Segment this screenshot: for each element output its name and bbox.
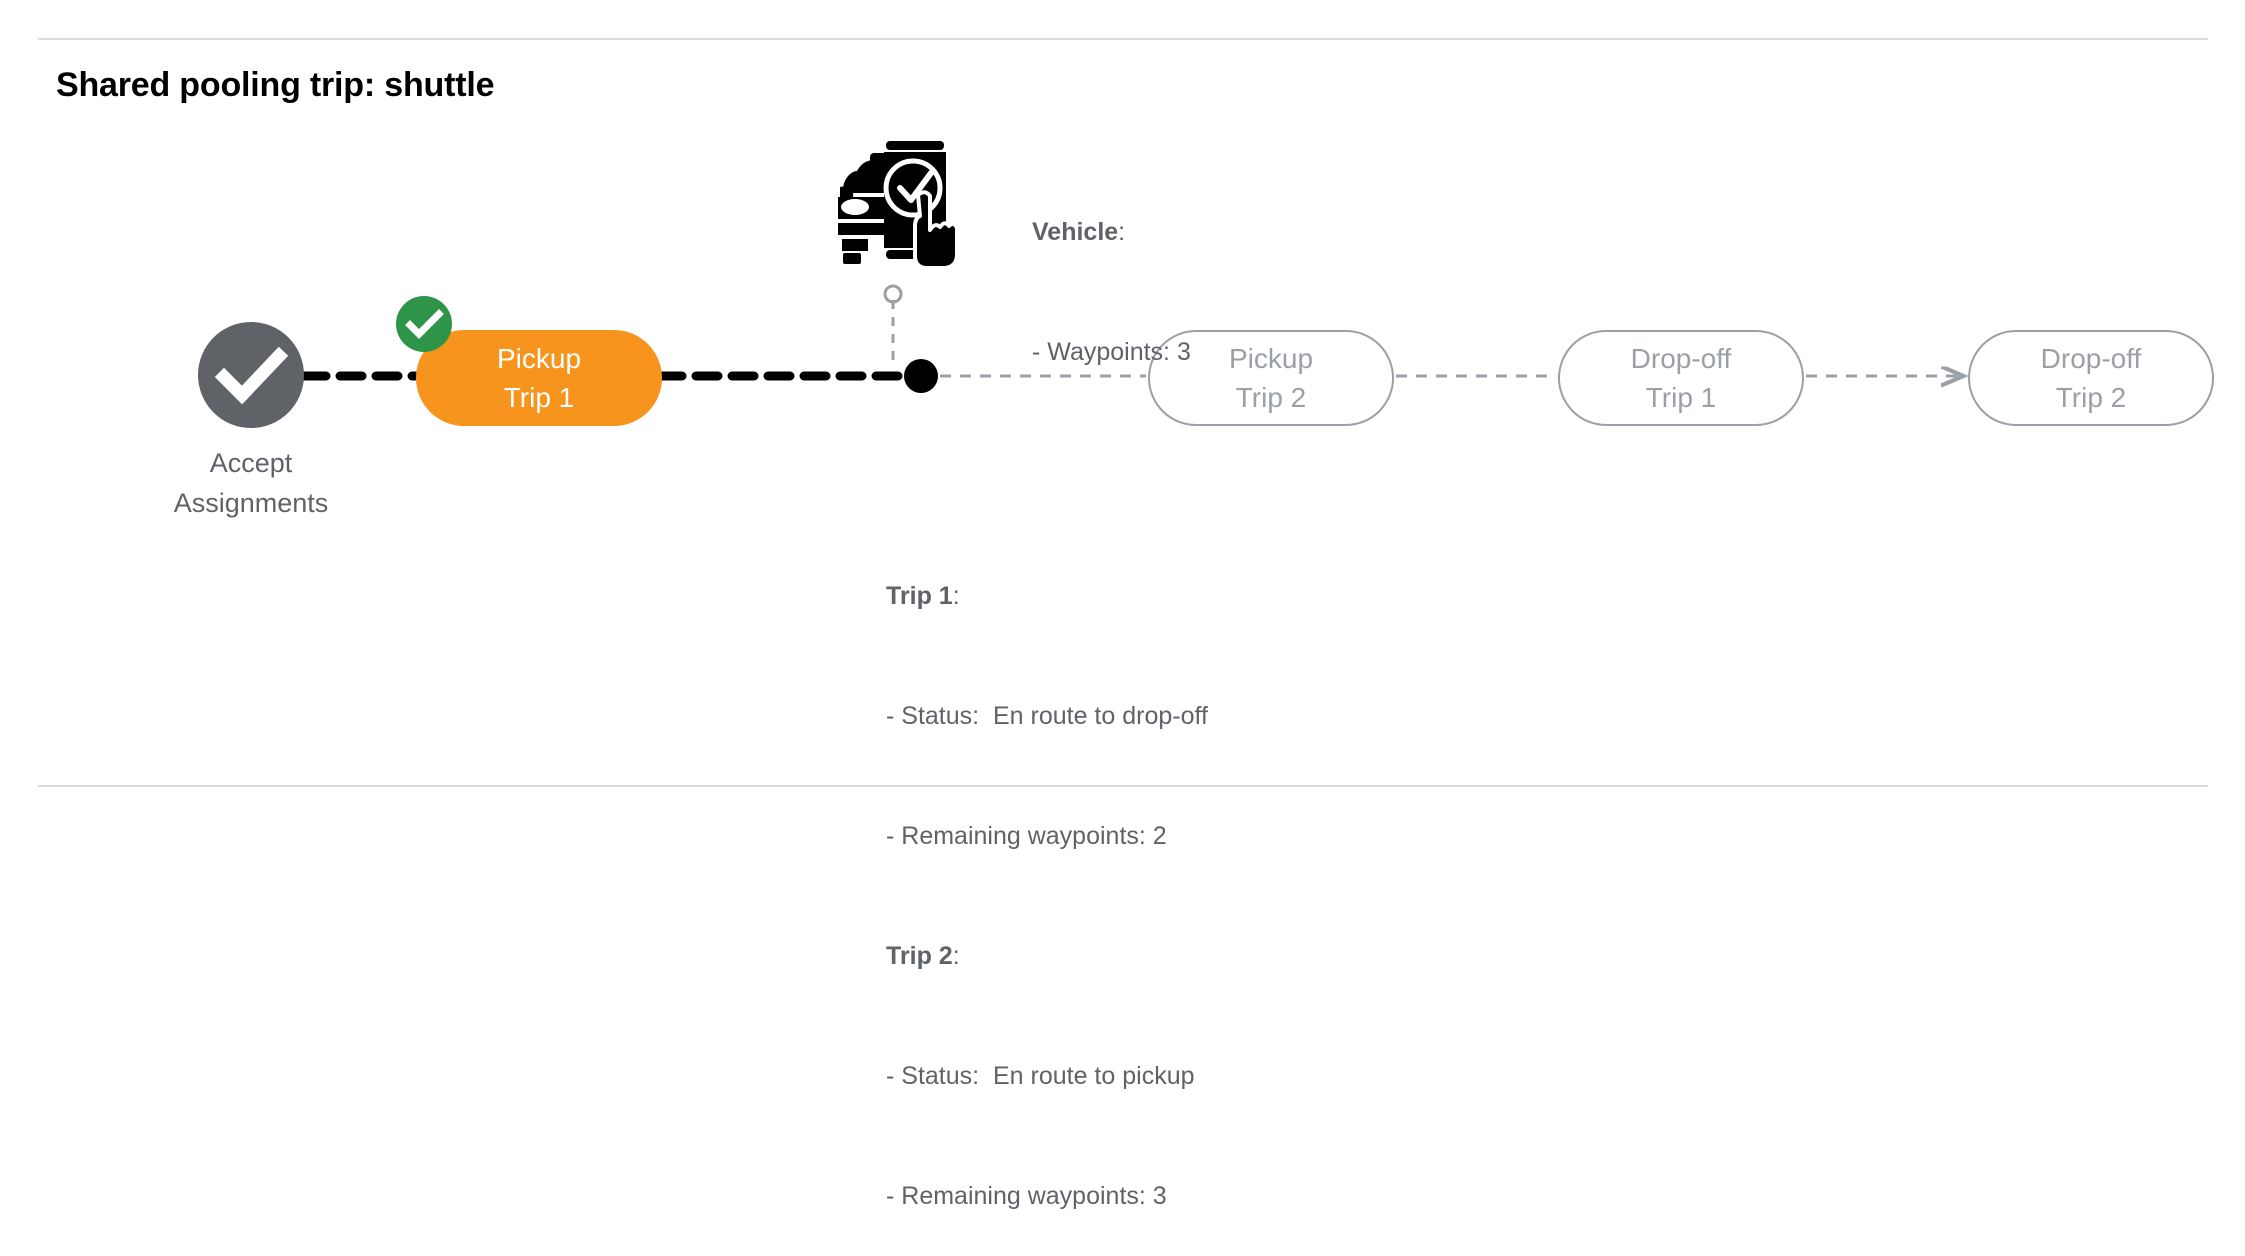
divider-top <box>38 38 2208 40</box>
trip1-heading: Trip 1 <box>886 582 953 610</box>
trip2-heading: Trip 2 <box>886 942 953 970</box>
stop-pickup-trip-1-line1: Pickup <box>496 343 582 374</box>
stop-pickup-trip-1[interactable]: Pickup Trip 1 <box>416 330 662 426</box>
trip2-waypoints: - Remaining waypoints: 3 <box>886 1182 1167 1210</box>
trip1-status: - Status: En route to drop-off <box>886 702 1208 730</box>
stop-pickup-trip-2-line1: Pickup <box>1228 343 1314 374</box>
vehicle-annotation-waypoints: - Waypoints: 3 <box>1032 338 1191 366</box>
divider-bottom <box>38 785 2208 787</box>
stop-drop-off-trip-2[interactable]: Drop-off Trip 2 <box>1968 330 2214 426</box>
trip1-heading-suffix: : <box>952 582 960 610</box>
trip2-status: - Status: En route to pickup <box>886 1062 1195 1090</box>
car-phone-check-icon <box>818 125 968 273</box>
vehicle-position-dot <box>904 359 938 393</box>
stop-pickup-trip-2[interactable]: Pickup Trip 2 <box>1148 330 1394 426</box>
page-title: Shared pooling trip: shuttle <box>56 66 495 104</box>
trip2-heading-row: Trip 2: <box>886 936 1208 976</box>
timeline-canvas <box>299 284 2245 393</box>
stop-drop-off-trip-1[interactable]: Drop-off Trip 1 <box>1558 330 1804 426</box>
node-accept-assignments[interactable] <box>198 322 304 428</box>
vehicle-annotation-heading-suffix: : <box>1118 218 1126 246</box>
stop-pickup-trip-2-line2: Trip 2 <box>1235 382 1307 413</box>
trip2-heading-suffix: : <box>952 942 960 970</box>
check-icon <box>405 309 444 339</box>
trip-details-annotation: Trip 1: - Status: En route to drop-off -… <box>886 496 1208 1256</box>
stop-drop-off-trip-1-line2: Trip 1 <box>1645 382 1717 413</box>
trip1-waypoints: - Remaining waypoints: 2 <box>886 822 1167 850</box>
stop-drop-off-trip-2-line1: Drop-off <box>2040 343 2142 374</box>
stop-pickup-trip-1-status-badge <box>396 296 452 352</box>
check-circle-icon <box>214 346 289 405</box>
vehicle-riser-anchor <box>883 284 903 304</box>
accept-label-line2: Assignments <box>173 488 329 518</box>
vehicle-annotation-heading: Vehicle <box>1032 218 1119 246</box>
vehicle-annotation-heading-row: Vehicle: <box>1032 212 1191 252</box>
stop-drop-off-trip-2-line2: Trip 2 <box>2055 382 2127 413</box>
accept-label-line1: Accept <box>209 448 293 478</box>
vehicle-annotation: Vehicle: - Waypoints: 3 <box>1032 132 1191 412</box>
node-accept-assignments-label: Accept Assignments <box>110 443 392 523</box>
stop-drop-off-trip-1-line1: Drop-off <box>1630 343 1732 374</box>
stop-pickup-trip-1-line2: Trip 1 <box>503 382 575 413</box>
trip1-heading-row: Trip 1: <box>886 576 1208 616</box>
